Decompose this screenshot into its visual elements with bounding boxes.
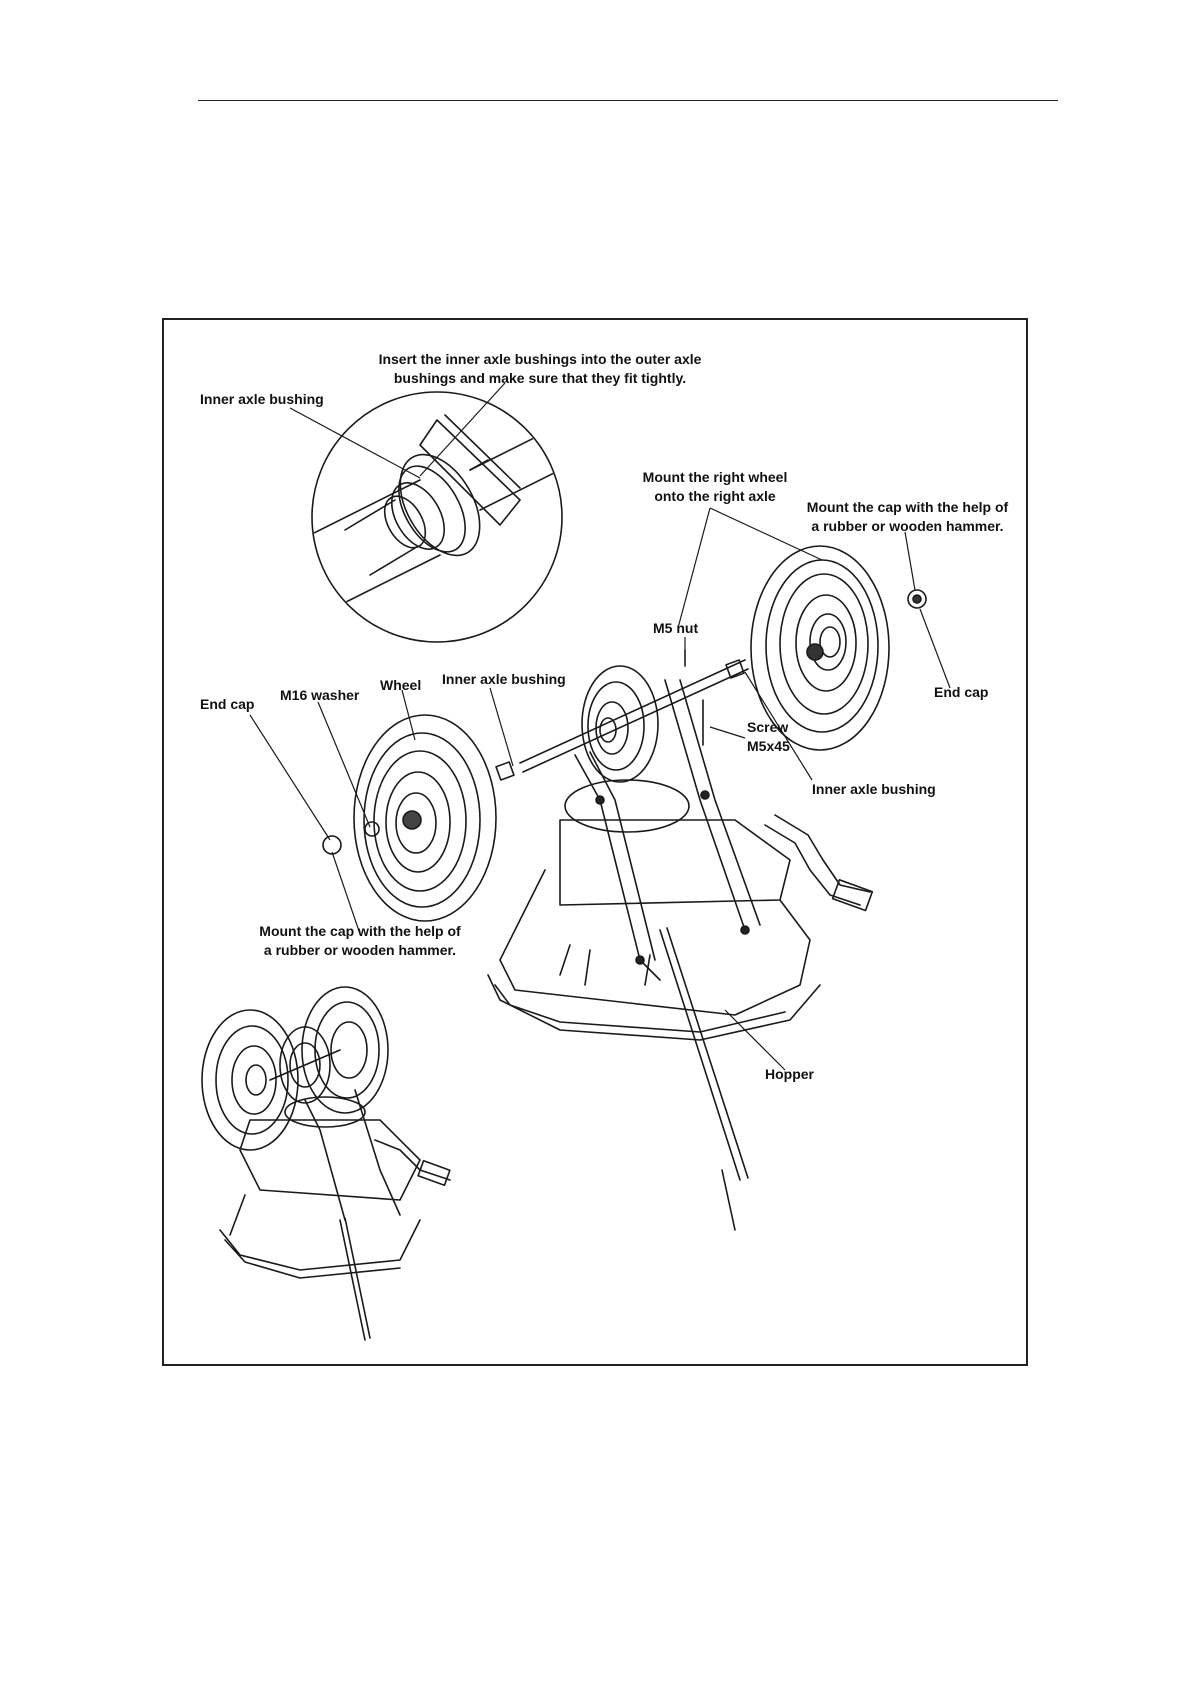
mount-right-wheel-line2: onto the right axle (654, 488, 776, 504)
wheel-label: Wheel (380, 677, 422, 693)
m16-washer-label: M16 washer (280, 687, 360, 703)
inner-axle-bushing-detail-label: Inner axle bushing (200, 391, 324, 407)
screw-label: Screw M5x45 (747, 718, 790, 756)
inner-axle-bushing-left-label: Inner axle bushing (442, 671, 566, 687)
mount-cap-left-line1: Mount the cap with the help of (259, 923, 461, 939)
mount-cap-left-line2: a rubber or wooden hammer. (263, 942, 457, 958)
left-wheel (322, 714, 497, 922)
screw-line1: Screw (747, 719, 789, 735)
end-cap-right-label: End cap (934, 684, 989, 700)
axle-assembly (495, 649, 749, 783)
header-rule (198, 100, 1058, 101)
mount-cap-left-label: Mount the cap with the help of a rubber … (240, 922, 480, 960)
frame-and-hopper (487, 679, 874, 1231)
insert-instruction-label: Insert the inner axle bushings into the … (375, 350, 705, 388)
mount-cap-right-line1: Mount the cap with the help of (806, 499, 1009, 515)
assembled-view (201, 986, 451, 1341)
insert-instruction-line1: Insert the inner axle bushings into the … (378, 351, 702, 367)
end-cap-right-part (907, 589, 927, 609)
insert-instruction-line2: bushings and make sure that they fit tig… (393, 370, 687, 386)
mount-right-wheel-label: Mount the right wheel onto the right axl… (625, 468, 805, 506)
end-cap-left-label: End cap (200, 696, 255, 712)
m5-nut-label: M5 nut (653, 620, 699, 636)
detail-magnifier (311, 391, 563, 643)
mount-cap-right-label: Mount the cap with the help of a rubber … (800, 498, 1015, 536)
leader-lines (249, 382, 951, 1071)
mount-right-wheel-line1: Mount the right wheel (642, 469, 788, 485)
hopper-label: Hopper (765, 1066, 814, 1082)
right-wheel (750, 545, 890, 751)
diagram-frame (162, 318, 1028, 1366)
inner-axle-bushing-right-label: Inner axle bushing (812, 781, 936, 797)
screw-line2: M5x45 (747, 738, 790, 754)
mount-cap-right-line2: a rubber or wooden hammer. (811, 518, 1004, 534)
